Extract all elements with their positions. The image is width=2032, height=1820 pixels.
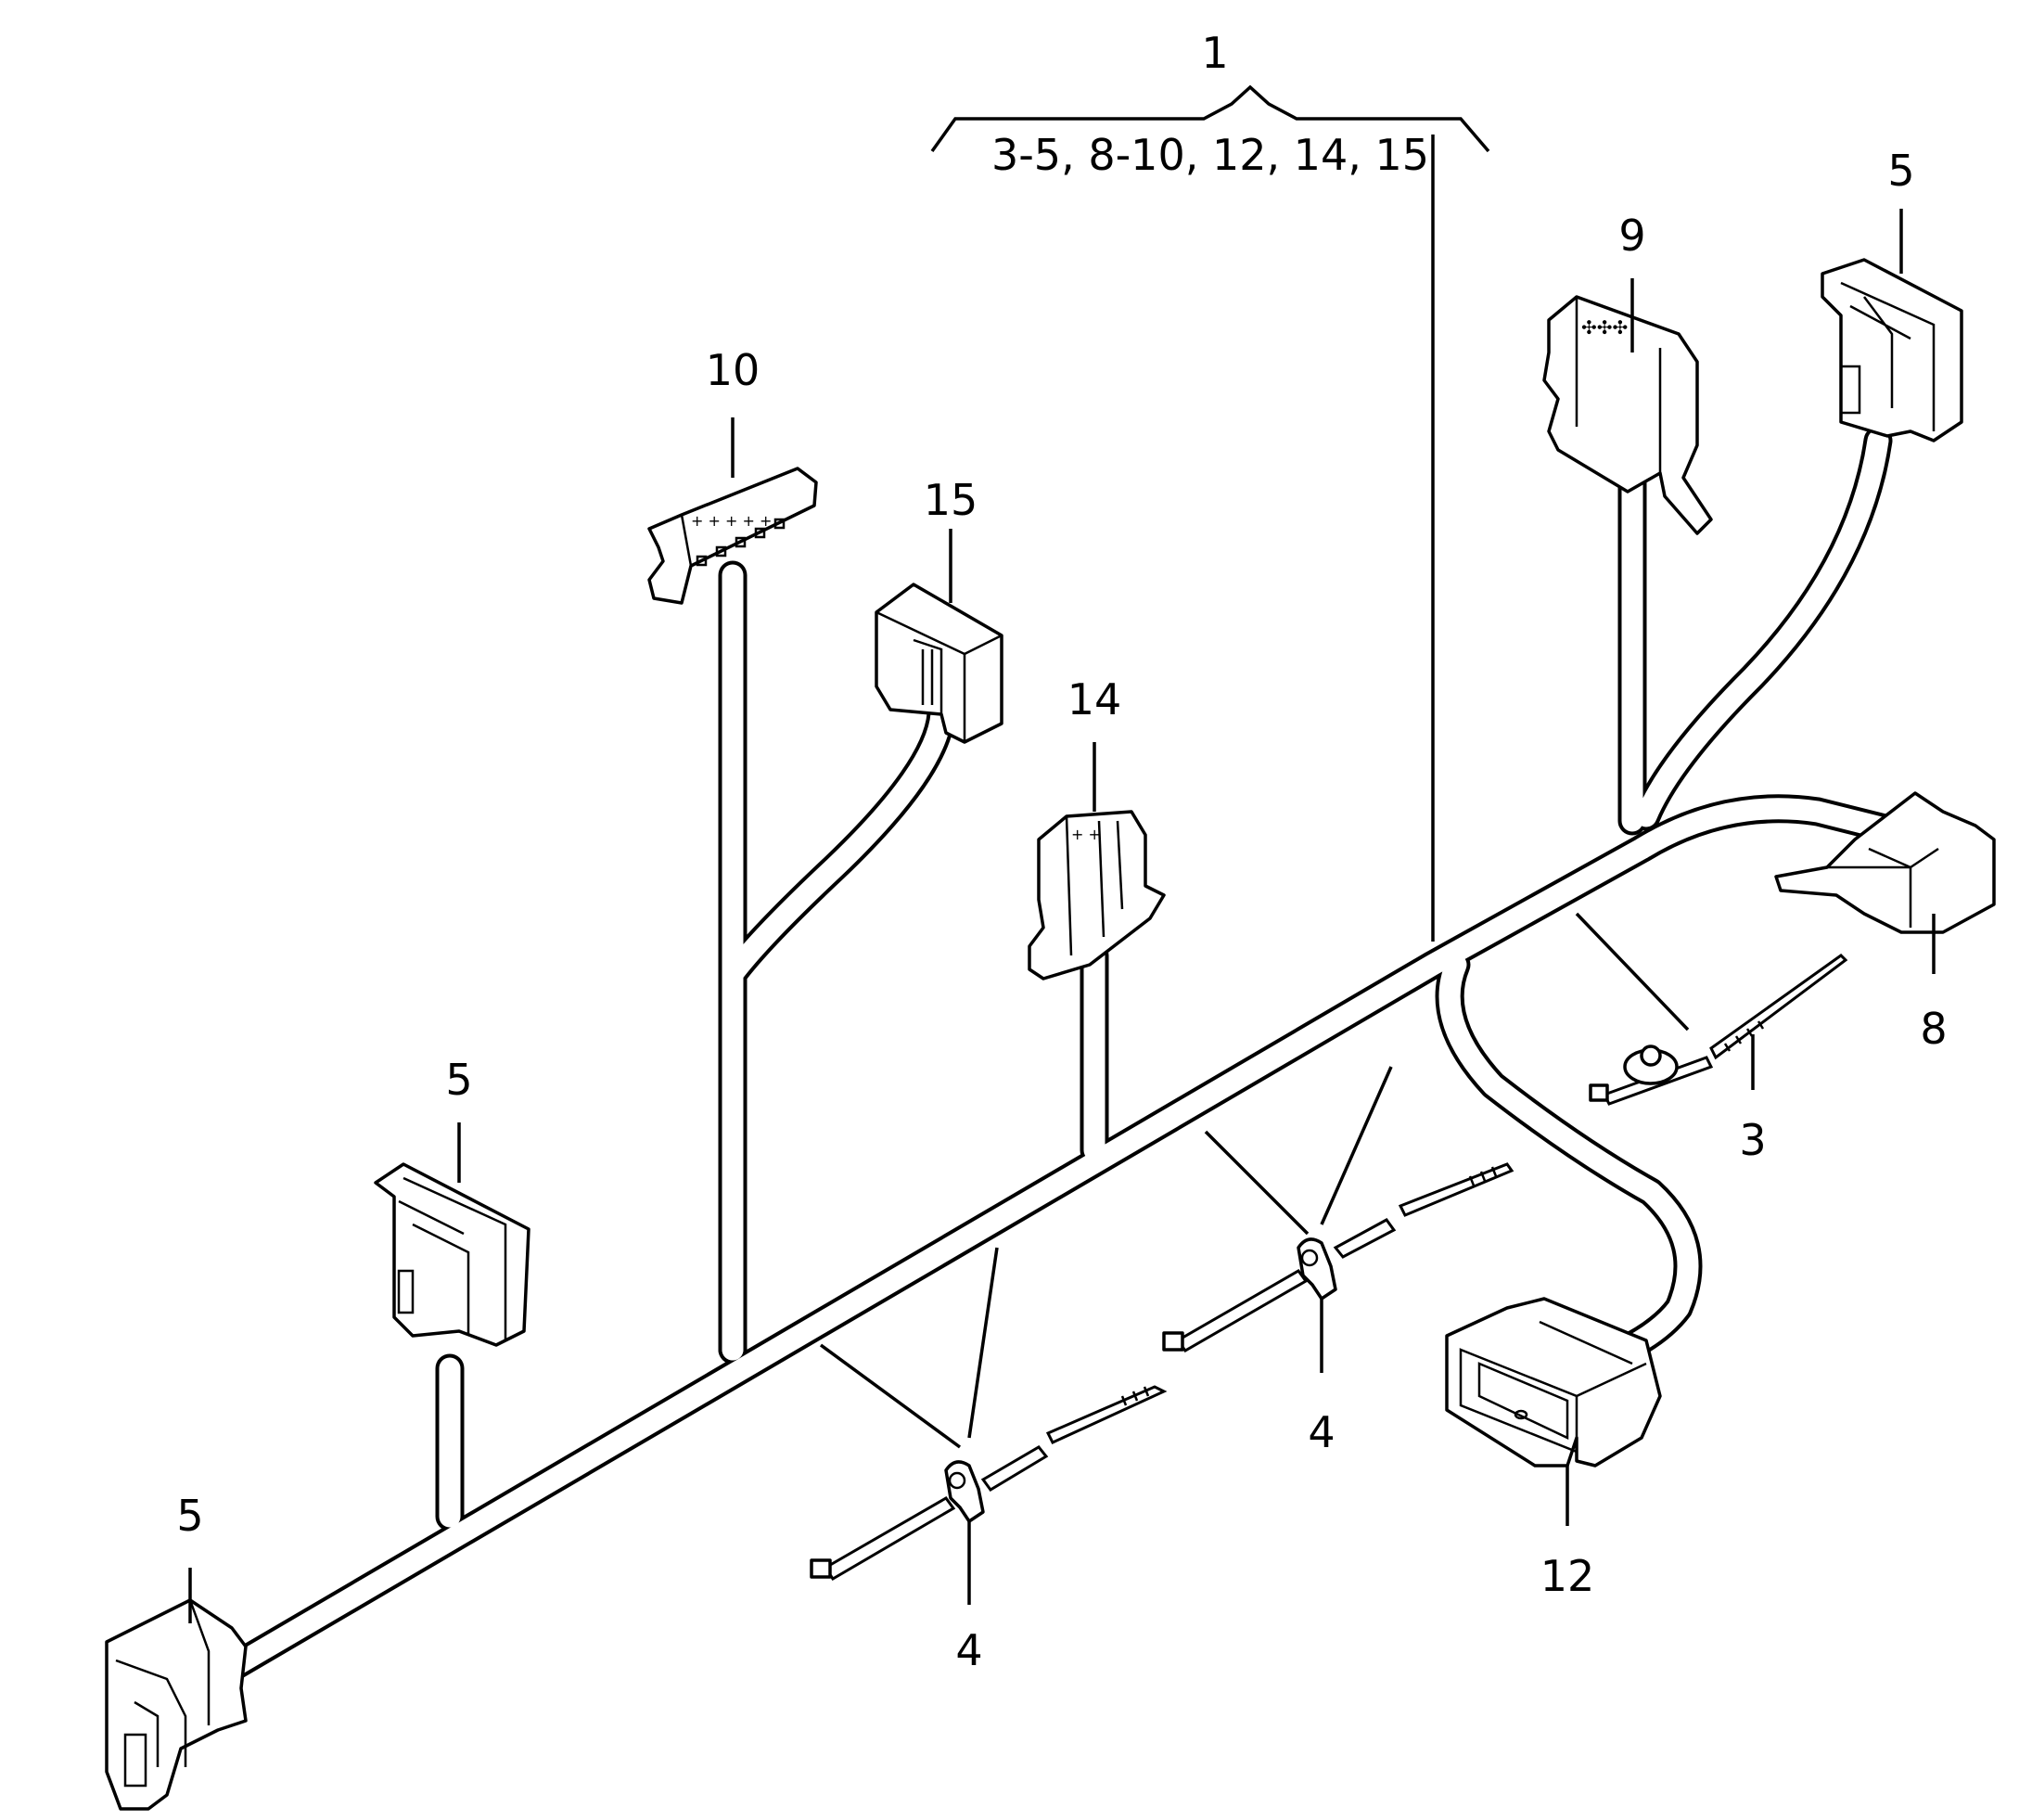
connector-5-bottom: 5 [105,1491,248,1811]
assembly-bracket: 1 3-5, 8-10, 12, 14, 15 [930,28,1490,942]
callout-5-top: 5 [1887,146,1914,196]
callout-3: 3 [1739,1115,1766,1165]
callout-9: 9 [1618,211,1645,261]
callout-12: 12 [1540,1551,1595,1601]
callout-5-bottom: 5 [176,1491,203,1541]
cable-tie-4a: 4 [810,1247,1168,1675]
connector-5-mid: 5 [374,1055,530,1347]
svg-text:✣✣✣: ✣✣✣ [1581,316,1628,339]
callout-8: 8 [1920,1004,1947,1054]
callout-14: 14 [1067,674,1122,724]
connector-12: 12 [1445,1297,1662,1601]
connector-10: + + + + + 10 [647,345,818,605]
assembly-number: 1 [1201,28,1228,78]
cable-tie-3: 3 [1575,912,1848,1165]
callout-4-left: 4 [955,1625,982,1675]
connector-15: 15 [875,475,1003,744]
cable-tie-4b: 4 [1162,1066,1514,1457]
svg-text:+ + + + +: + + + + + [691,512,772,530]
connector-5-top: 5 [1821,146,1963,442]
assembly-subparts: 3-5, 8-10, 12, 14, 15 [991,130,1429,180]
connector-8: 8 [1774,791,1996,1054]
svg-text:+ +: + + [1071,826,1101,843]
callout-4-center: 4 [1308,1407,1335,1457]
callout-5-mid: 5 [445,1055,472,1105]
callout-10: 10 [706,345,760,395]
connector-14: + + 14 [1028,674,1166,980]
callout-15: 15 [924,475,978,525]
connector-9: ✣✣✣ 9 [1542,211,1713,535]
harness-trunk [222,426,1907,1680]
